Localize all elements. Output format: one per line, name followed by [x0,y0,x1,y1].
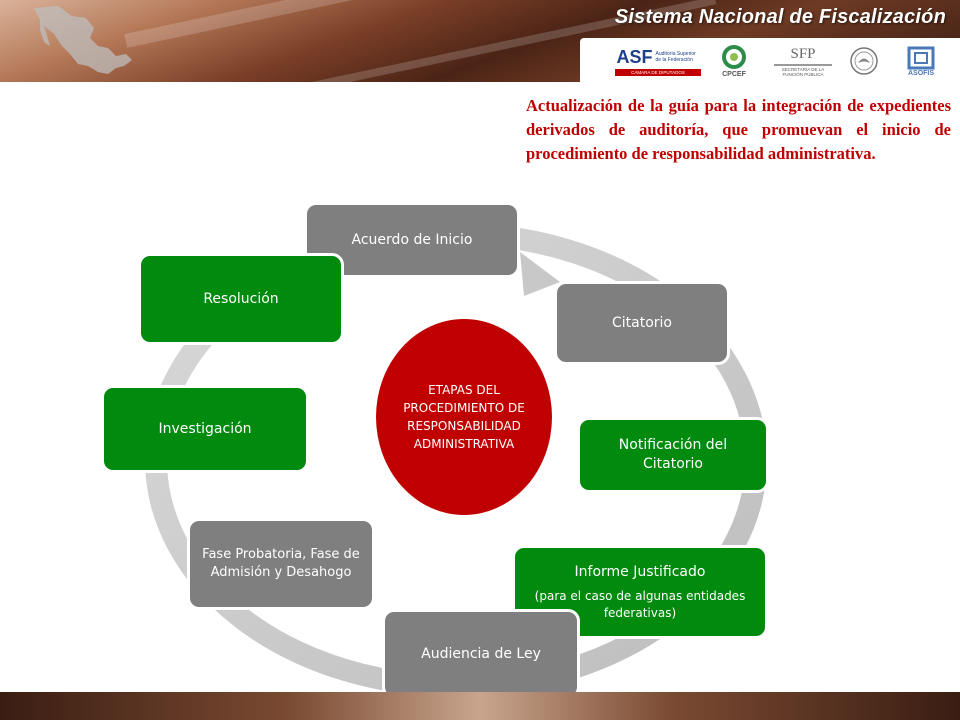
stage-investigacion: Investigación [104,388,306,470]
center-title-text: ETAPAS DEL PROCEDIMIENTO DE RESPONSABILI… [403,383,525,451]
asf-logo-text: ASF [616,46,653,67]
stage-audiencia-de-ley: Audiencia de Ley [385,612,577,696]
stage-label: Fase Probatoria, Fase de Admisión y Desa… [202,547,360,580]
slide-headline: Actualización de la guía para la integra… [526,96,951,163]
header-banner: Sistema Nacional de Fiscalización ASF Au… [0,0,960,82]
asofis-logo: ASOFIS [896,42,946,80]
cpcef-emblem-icon [722,44,746,69]
logo-band: ASF Auditoría Superior de la Federación … [580,38,960,82]
stage-fase-probatoria: Fase Probatoria, Fase de Admisión y Desa… [190,521,372,607]
sfp-logo-subtitle: SECRETARÍA DE LA FUNCIÓN PÚBLICA [781,66,825,77]
stage-label: Citatorio [612,314,672,331]
stage-citatorio: Citatorio [557,284,727,362]
sfp-logo: SFP SECRETARÍA DE LA FUNCIÓN PÚBLICA [770,42,836,80]
asf-logo-subtitle: Auditoría Superior de la Federación [655,51,696,63]
mexico-seal-logo [846,42,882,80]
stage-label: Audiencia de Ley [421,645,541,662]
cycle-arrowhead [520,252,560,296]
stage-acuerdo-de-inicio: Acuerdo de Inicio [307,205,517,275]
stage-label: Resolución [203,290,279,307]
sfp-logo-text: SFP [790,45,816,62]
stage-label: Investigación [158,420,252,437]
stage-note: (para el caso de algunas entidades feder… [534,588,746,620]
stage-resolucion: Resolución [141,256,341,342]
mexico-map-icon [34,6,132,74]
footer-band [0,692,960,720]
cpcef-logo: CPCEF [714,42,754,80]
asf-logo: ASF Auditoría Superior de la Federación … [610,42,706,80]
asofis-logo-text: ASOFIS [907,69,935,77]
stage-notificacion-del-citatorio: Notificación del Citatorio [580,420,766,490]
cpcef-logo-text: CPCEF [722,70,746,78]
asf-logo-house: CÁMARA DE DIPUTADOS [631,69,685,75]
stage-label: Acuerdo de Inicio [351,231,473,248]
system-title: Sistema Nacional de Fiscalización [614,6,946,28]
stage-label: Notificación del Citatorio [618,437,728,472]
asofis-emblem-icon [907,46,935,69]
eagle-seal-icon [850,47,878,75]
center-title-circle: ETAPAS DEL PROCEDIMIENTO DE RESPONSABILI… [376,319,552,515]
stage-label: Informe Justificado [574,563,706,580]
